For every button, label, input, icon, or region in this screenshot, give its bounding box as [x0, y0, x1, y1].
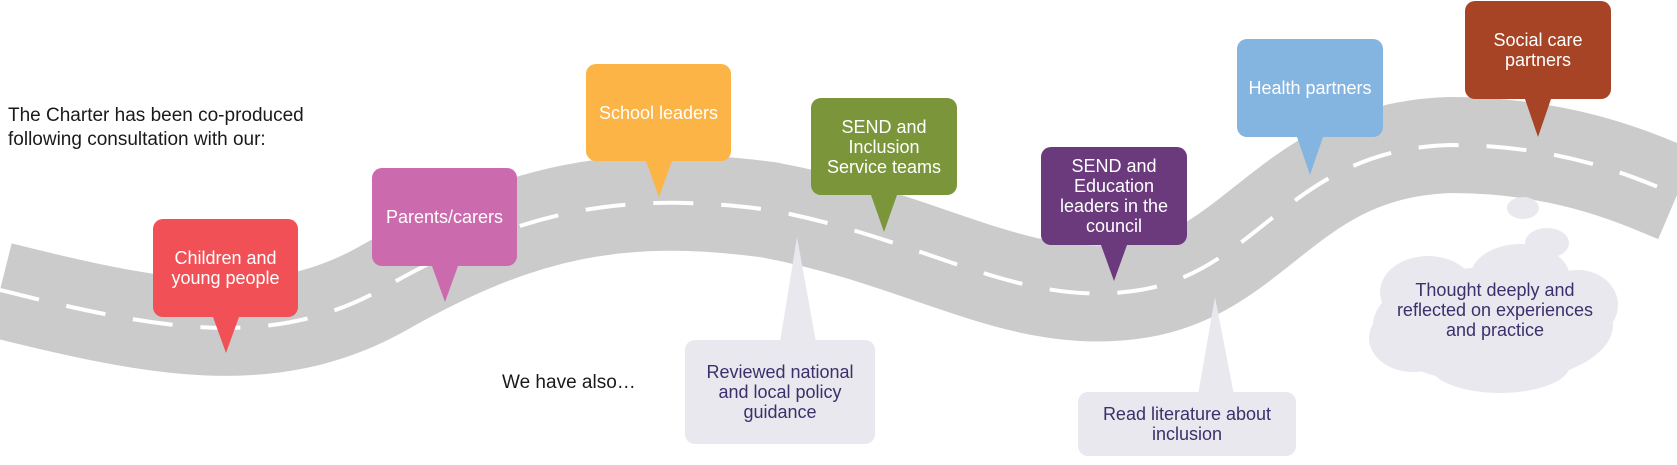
callout-literature-label: Read literature about inclusion: [1102, 404, 1272, 444]
bubble-parents: Parents/carers: [372, 168, 517, 302]
policy-callout-pointer: [780, 237, 816, 342]
bubble-children: Children and young people: [153, 219, 298, 353]
bubble-send-inclusion: SEND and Inclusion Service teams: [811, 98, 957, 232]
cloud-thought-label: Thought deeply and reflected on experien…: [1396, 280, 1594, 340]
bubble-send-education-label: SEND and Education leaders in the counci…: [1059, 156, 1169, 236]
bubble-social-care: Social care partners: [1465, 1, 1611, 137]
bubble-parents-label: Parents/carers: [385, 207, 504, 227]
bubble-send-education: SEND and Education leaders in the counci…: [1041, 147, 1187, 281]
callout-policy-label: Reviewed national and local policy guida…: [706, 362, 854, 422]
bubble-children-label: Children and young people: [171, 248, 280, 288]
bubble-school-leaders-label: School leaders: [598, 102, 719, 123]
road-center-line: [0, 142, 1677, 330]
bubble-school-leaders: School leaders: [586, 64, 731, 197]
callout-literature: Read literature about inclusion: [1078, 392, 1296, 456]
intro-text: The Charter has been co-produced followi…: [8, 105, 304, 150]
bubble-health: Health partners: [1237, 39, 1383, 175]
bubble-health-label: Health partners: [1248, 78, 1372, 98]
bubble-send-inclusion-label: SEND and Inclusion Service teams: [826, 116, 942, 177]
literature-callout-pointer: [1198, 297, 1234, 395]
bubble-social-care-label: Social care partners: [1493, 30, 1583, 70]
thought-cloud: [1369, 197, 1618, 393]
also-text: We have also…: [502, 372, 636, 393]
callout-policy: Reviewed national and local policy guida…: [685, 340, 875, 444]
